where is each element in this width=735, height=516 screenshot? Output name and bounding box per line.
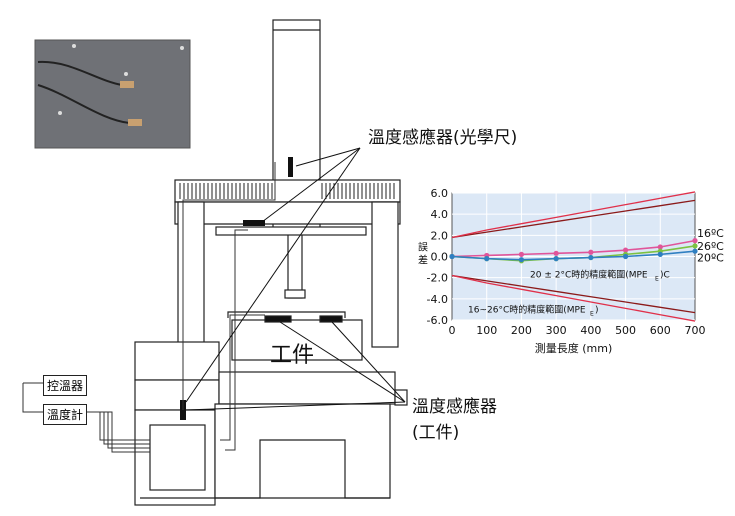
scale-sensor-marker (243, 220, 265, 226)
work-sensor-label-line2: (工件) (412, 423, 460, 443)
scale-sensor-marker (288, 157, 293, 177)
controller-box: 控溫器 (43, 375, 88, 396)
bridge (174, 179, 401, 353)
callout-arrows (185, 147, 406, 411)
scale-sensor-label: 溫度感應器(光學尺) (368, 128, 518, 148)
sensor-photo (34, 39, 191, 149)
z-ram (272, 19, 321, 299)
workpiece (227, 311, 363, 361)
workpiece-label: 工件 (270, 343, 315, 368)
work-sensor-label-line1: 溫度感應器 (412, 397, 497, 417)
bridge-grille (179, 183, 395, 199)
thermometer-box: 溫度計 (43, 404, 88, 425)
